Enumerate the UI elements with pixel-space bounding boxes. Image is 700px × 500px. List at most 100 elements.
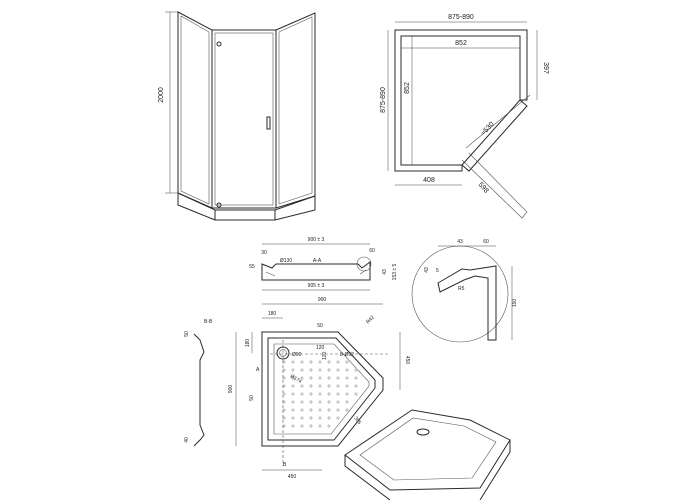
aa-width-top: 900 ± 3 (308, 237, 325, 243)
antislip-dot (318, 408, 322, 412)
antislip-dot (354, 384, 358, 388)
tray-plan-view: 900 180 50 R42 900 180 Ø90 120 120 450 5… (228, 297, 410, 480)
tray-antislip-dots (282, 360, 358, 428)
height-label: 2000 (158, 87, 165, 103)
side-panel-label: 397 (542, 62, 549, 74)
detail-dim4: 150 (512, 299, 518, 308)
antislip-dot (345, 368, 349, 372)
antislip-dot (336, 384, 340, 388)
aa-right-side2: 153 ± 5 (392, 263, 398, 280)
detail-dim1: 43 (457, 239, 463, 245)
antislip-dot (309, 384, 313, 388)
antislip-dot (291, 384, 295, 388)
detail-radius: R5 (458, 286, 465, 292)
aa-detail-callout (356, 256, 372, 272)
antislip-dot (300, 368, 304, 372)
overall-width-label: 875-890 (448, 14, 474, 21)
antislip-dot (327, 368, 331, 372)
plan-door-ref (465, 94, 531, 149)
detail-profile (437, 265, 497, 341)
antislip-dot (336, 400, 340, 404)
antislip-dot (345, 392, 349, 396)
door-panel (211, 29, 277, 209)
antislip-dot (345, 376, 349, 380)
overall-depth-label: 875-890 (380, 87, 387, 113)
antislip-dot (336, 408, 340, 412)
left-panel-inner (180, 15, 210, 205)
enclosure-front-view: 2000 (158, 11, 316, 221)
section-aa-profile (261, 261, 371, 281)
tray-base-outline (177, 192, 316, 221)
tray-section-b: B (283, 462, 287, 468)
tray-diag385: 385 (352, 416, 362, 426)
door-handle (266, 116, 271, 130)
antislip-dot (318, 368, 322, 372)
tray-50: 50 (317, 323, 323, 329)
door-hinge-bottom (216, 202, 222, 208)
antislip-dot (318, 400, 322, 404)
plan-door-swing (461, 152, 528, 219)
antislip-dot (300, 392, 304, 396)
antislip-dot (327, 376, 331, 380)
antislip-dot (291, 368, 295, 372)
antislip-dot (336, 392, 340, 396)
antislip-dot (300, 408, 304, 412)
antislip-dot (318, 424, 322, 428)
aa-left-side: 55 (249, 264, 255, 270)
enclosure-plan-view: 875-890 852 875-890 852 397 ≈530 408 598 (380, 14, 549, 219)
tray-radius: R42 (365, 315, 376, 326)
inner-depth-label: 852 (404, 82, 411, 94)
tray-inner-120: 120 (316, 345, 325, 351)
left-glass-panel (177, 11, 213, 209)
antislip-dot (291, 400, 295, 404)
antislip-dot (309, 376, 313, 380)
tray-3d-rim (359, 417, 497, 481)
antislip-dot (300, 384, 304, 388)
plan-door-fixed (461, 99, 528, 172)
antislip-dot (309, 400, 313, 404)
section-aa-wall (265, 269, 367, 277)
tray-side450: 450 (404, 356, 410, 365)
antislip-dot (309, 416, 313, 420)
tray-corner-label: 8-Ø92 (340, 352, 354, 358)
tray-outer (261, 331, 384, 447)
antislip-dot (354, 368, 358, 372)
antislip-dot (318, 384, 322, 388)
aa-label: A-A (313, 258, 322, 264)
antislip-dot (309, 368, 313, 372)
tray-180: 180 (268, 311, 277, 317)
antislip-dot (309, 392, 313, 396)
antislip-dot (327, 416, 331, 420)
section-bb: B-B 50 40 (184, 319, 213, 447)
antislip-dot (336, 360, 340, 364)
detail-angle: 5 (436, 268, 439, 274)
section-bb-profile (193, 333, 205, 447)
plan-walls (394, 29, 528, 172)
antislip-dot (300, 416, 304, 420)
front-diag-label: 598 (477, 181, 490, 194)
door-inner-frame (214, 32, 274, 206)
antislip-dot (318, 392, 322, 396)
aa-left-top: 30 (261, 250, 267, 256)
tray-3d-drain (416, 428, 430, 436)
right-glass-panel (275, 12, 316, 209)
antislip-dot (309, 424, 313, 428)
tray-section-a: A (256, 367, 260, 373)
antislip-dot (300, 376, 304, 380)
tray-3d-sides (344, 440, 511, 500)
tray-3d-top (344, 409, 511, 491)
detail-dim2: 60 (483, 239, 489, 245)
antislip-dot (327, 384, 331, 388)
antislip-dot (282, 392, 286, 396)
bb-bottom: 40 (184, 437, 190, 443)
detail-circle (411, 245, 509, 343)
antislip-dot (336, 416, 340, 420)
antislip-dot (327, 360, 331, 364)
antislip-dot (336, 376, 340, 380)
detail-view: 43 60 43 150 R5 5 (411, 239, 518, 343)
detail-dim3: 43 (424, 267, 430, 273)
tray-depth: 900 (228, 385, 234, 394)
antislip-dot (345, 400, 349, 404)
antislip-dot (345, 360, 349, 364)
